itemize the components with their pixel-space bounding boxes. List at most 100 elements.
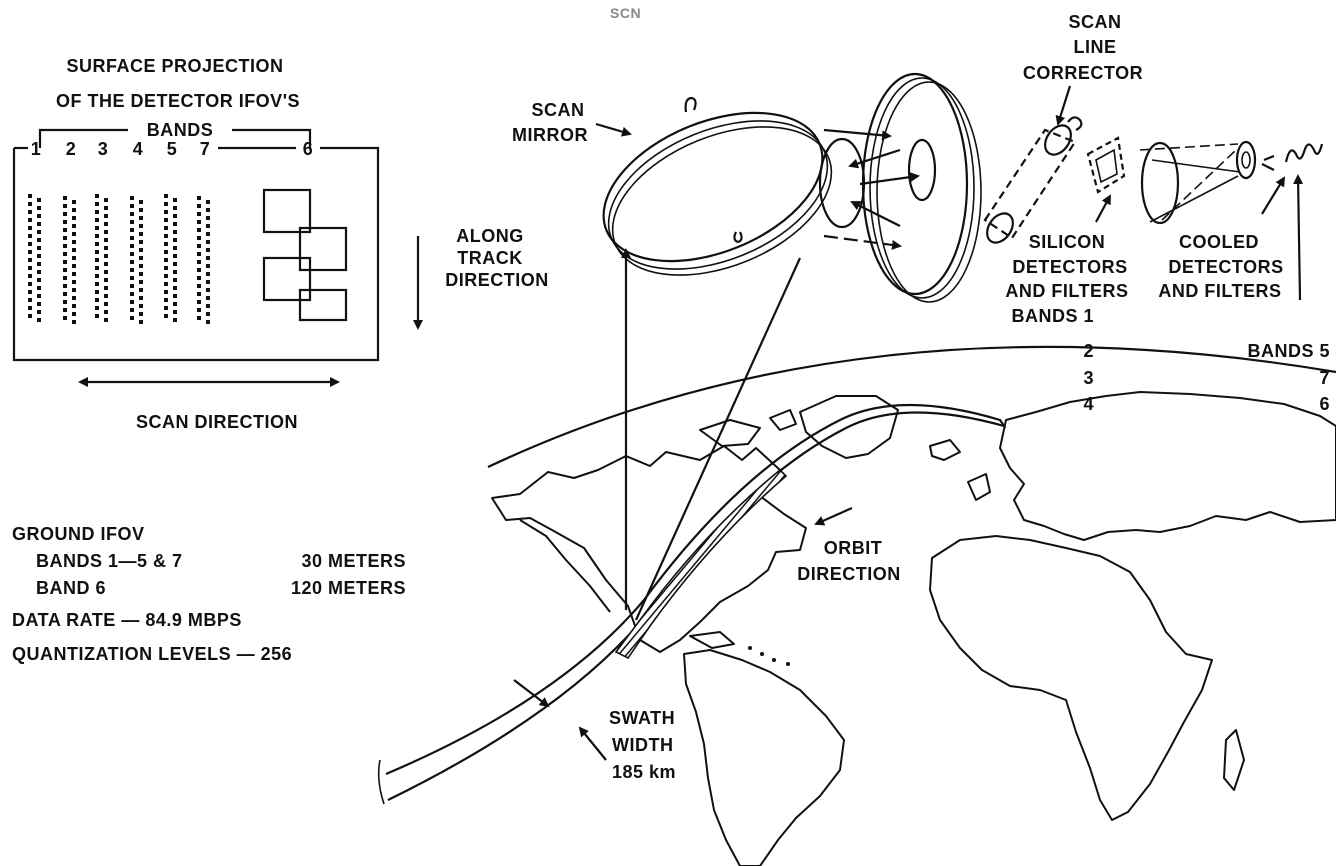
detector-dot [95, 218, 99, 222]
detector-dot [72, 224, 76, 228]
surface-projection-panel: SURFACE PROJECTION OF THE DETECTOR IFOV'… [12, 56, 548, 432]
detector-dot [28, 218, 32, 222]
detector-dot-grid [28, 194, 210, 324]
band-number-4: 4 [133, 139, 144, 159]
spec-row2-value: 120 METERS [291, 578, 406, 598]
detector-dot [104, 310, 108, 314]
orbit-ground-track [385, 403, 1007, 801]
detector-dot [197, 276, 201, 280]
detector-dot [63, 260, 67, 264]
detector-dot [63, 252, 67, 256]
detector-dot [37, 286, 41, 290]
detector-dot [206, 256, 210, 260]
detector-dot [37, 278, 41, 282]
detector-dot [37, 310, 41, 314]
detector-dot [173, 270, 177, 274]
cooled-line1: COOLED [1179, 232, 1259, 252]
detector-dot [197, 244, 201, 248]
scan-mirror [602, 96, 833, 276]
detector-dot [197, 252, 201, 256]
spec-row1-value: 30 METERS [301, 551, 406, 571]
detector-dot [139, 208, 143, 212]
detector-dot [37, 230, 41, 234]
detector-dot [206, 264, 210, 268]
detector-dot [104, 230, 108, 234]
detector-dot [173, 278, 177, 282]
swath-hatched [614, 468, 788, 660]
scan-direction-label: SCAN DIRECTION [136, 412, 298, 432]
detector-dot [197, 284, 201, 288]
detector-dot [104, 222, 108, 226]
detector-dot [197, 212, 201, 216]
detector-dot [173, 198, 177, 202]
detector-dot [104, 318, 108, 322]
detector-dot [164, 226, 168, 230]
detector-dot [63, 284, 67, 288]
along-track-line1: ALONG [456, 226, 524, 246]
band-number-5: 5 [167, 139, 178, 159]
detector-dot [28, 234, 32, 238]
detector-dot [28, 298, 32, 302]
detector-dot [130, 196, 134, 200]
scan-line-corrector [983, 116, 1083, 244]
specs-block: GROUND IFOV BANDS 1—5 & 7 30 METERS BAND… [12, 524, 406, 664]
detector-dot [139, 280, 143, 284]
detector-dot [206, 304, 210, 308]
detector-dot [173, 310, 177, 314]
detector-dot [173, 318, 177, 322]
detector-dot [164, 314, 168, 318]
detector-dot [104, 198, 108, 202]
cooled-bands-line1: BANDS 5 [1247, 341, 1330, 361]
detector-dot [63, 220, 67, 224]
detector-dot [72, 280, 76, 284]
detector-dot [139, 200, 143, 204]
detector-dot [37, 198, 41, 202]
detector-dot [139, 272, 143, 276]
cooled-line3: AND FILTERS [1158, 281, 1281, 301]
detector-dot [72, 200, 76, 204]
silicon-line6: 3 [1083, 368, 1094, 388]
detector-dot [63, 196, 67, 200]
silicon-line3: AND FILTERS [1005, 281, 1128, 301]
along-track-line2: TRACK [457, 248, 523, 268]
detector-dot [72, 240, 76, 244]
silicon-detector-package [1086, 136, 1126, 194]
detector-dot [206, 312, 210, 316]
cooled-line2: DETECTORS [1168, 257, 1283, 277]
ground-ifov-title: GROUND IFOV [12, 524, 145, 544]
detector-dot [130, 236, 134, 240]
detector-dot [104, 238, 108, 242]
detector-dot [164, 242, 168, 246]
detector-dot [28, 274, 32, 278]
detector-dot [28, 266, 32, 270]
detector-dot [28, 226, 32, 230]
detector-dot [37, 246, 41, 250]
detector-dot [206, 248, 210, 252]
detector-dot [63, 316, 67, 320]
detector-dot [95, 194, 99, 198]
detector-dot [206, 272, 210, 276]
detector-dot [63, 228, 67, 232]
detector-dot [164, 274, 168, 278]
detector-dot [164, 194, 168, 198]
detector-dot [206, 216, 210, 220]
detector-dot [72, 208, 76, 212]
detector-dot [37, 222, 41, 226]
detector-dot [197, 236, 201, 240]
detector-dot [173, 206, 177, 210]
cooled-bands-line2: 7 [1319, 368, 1330, 388]
south-america [683, 649, 845, 866]
detector-dot [104, 294, 108, 298]
detector-dot [139, 312, 143, 316]
detector-dot [95, 242, 99, 246]
detector-dot [173, 286, 177, 290]
detector-dot [139, 216, 143, 220]
detector-dot [130, 276, 134, 280]
data-rate: DATA RATE — 84.9 MBPS [12, 610, 242, 630]
detector-dot [206, 320, 210, 324]
detector-dot [95, 266, 99, 270]
telescope-primary [818, 72, 982, 303]
detector-dot [72, 304, 76, 308]
detector-dot [130, 292, 134, 296]
